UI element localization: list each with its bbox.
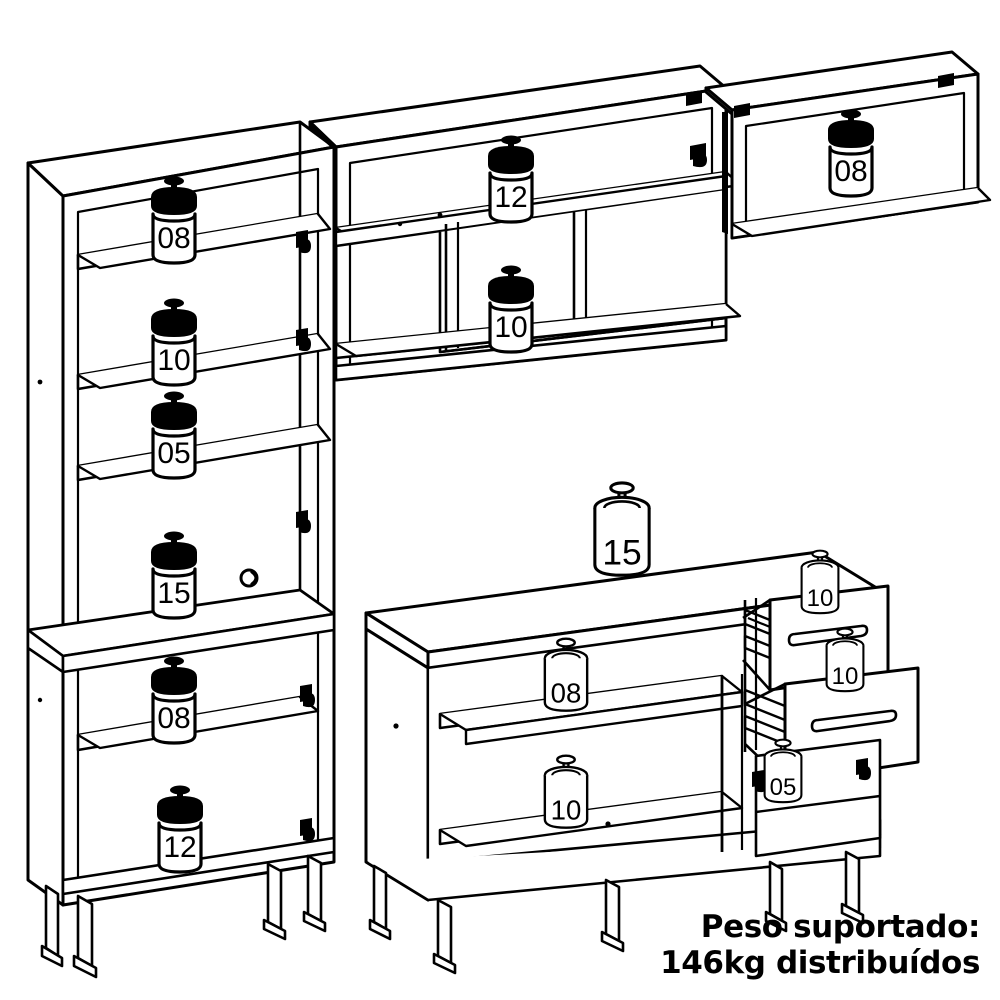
weight-marker: 05 — [149, 389, 199, 480]
weight-value-label: 15 — [602, 533, 641, 573]
weight-marker: 08 — [826, 107, 876, 198]
weight-value-label: 12 — [494, 181, 527, 214]
weight-value-label: 05 — [157, 437, 190, 470]
weight-capacity-caption: Peso suportado: 146kg distribuídos — [660, 909, 980, 982]
weight-marker: 08 — [149, 654, 199, 745]
weight-marker: 12 — [155, 783, 205, 874]
caption-line-2: 146kg distribuídos — [660, 945, 980, 982]
weight-value-label: 10 — [807, 585, 834, 612]
weight-marker: 10 — [543, 754, 589, 829]
weight-marker: 10 — [825, 627, 865, 693]
weight-marker: 10 — [800, 549, 840, 615]
tall-cabinet — [26, 120, 336, 907]
weight-value-label: 12 — [163, 831, 196, 864]
weight-markers-layer: 08 10 05 15 08 12 12 08 10 15 08 10 10 10 05 — [149, 107, 876, 874]
weight-value-label: 08 — [157, 222, 190, 255]
weight-value-label: 10 — [832, 663, 859, 690]
weight-value-label: 10 — [157, 344, 190, 377]
weight-marker: 10 — [486, 263, 536, 354]
weight-value-label: 08 — [551, 677, 582, 708]
weight-value-label: 05 — [770, 774, 797, 801]
weight-marker: 15 — [593, 481, 651, 577]
caption-line-1: Peso suportado: — [700, 908, 981, 945]
weight-marker: 08 — [543, 637, 589, 712]
weight-value-label: 08 — [157, 702, 190, 735]
weight-marker: 08 — [149, 174, 199, 265]
weight-marker: 15 — [149, 529, 199, 620]
weight-marker: 05 — [763, 738, 803, 804]
weight-value-label: 08 — [834, 155, 867, 188]
weight-marker: 12 — [486, 133, 536, 224]
tall-cabinet-legs — [40, 854, 327, 979]
weight-value-label: 15 — [157, 577, 190, 610]
weight-value-label: 10 — [494, 311, 527, 344]
weight-marker: 10 — [149, 296, 199, 387]
base-counter-legs — [368, 850, 865, 975]
weight-value-label: 10 — [551, 794, 582, 825]
